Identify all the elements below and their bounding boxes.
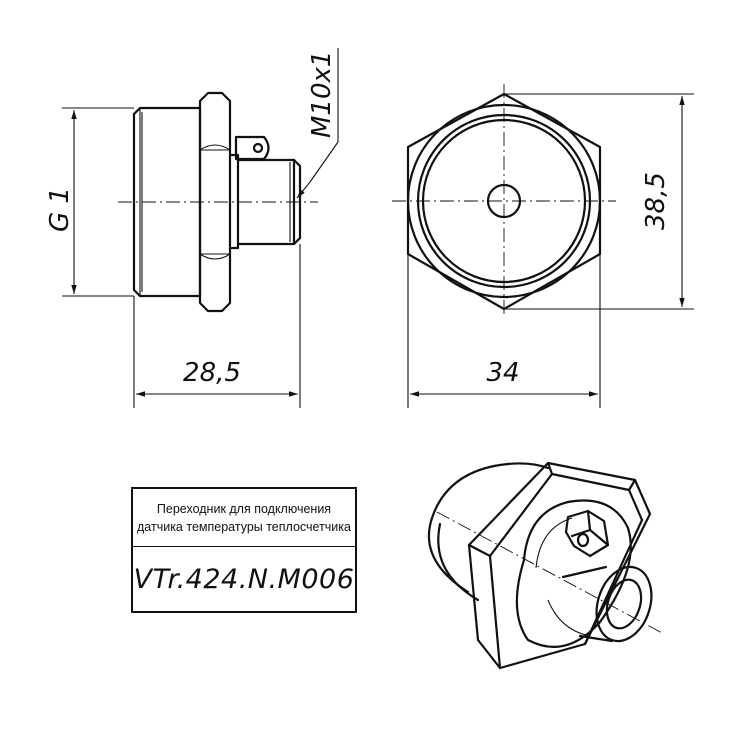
thread-g-label: G 1	[45, 187, 75, 232]
title-block: Переходник для подключения датчика темпе…	[131, 487, 357, 613]
length-label: 28,5	[183, 358, 241, 388]
title-block-name: Переходник для подключения датчика темпе…	[133, 489, 355, 547]
front-view: 38,5 34	[392, 84, 694, 408]
title-block-part-code: VTr.424.N.M006	[133, 564, 355, 595]
title-block-name-line-2: датчика температуры теплосчетчика	[137, 519, 351, 534]
title-block-name-line-1: Переходник для подключения	[156, 501, 332, 516]
side-view: M10x1 G 1 28,5	[45, 48, 339, 408]
hex-width-label: 34	[486, 358, 519, 388]
hex-height-label: 38,5	[641, 172, 671, 230]
isometric-view	[427, 461, 665, 670]
thread-m-label: M10x1	[307, 51, 337, 138]
